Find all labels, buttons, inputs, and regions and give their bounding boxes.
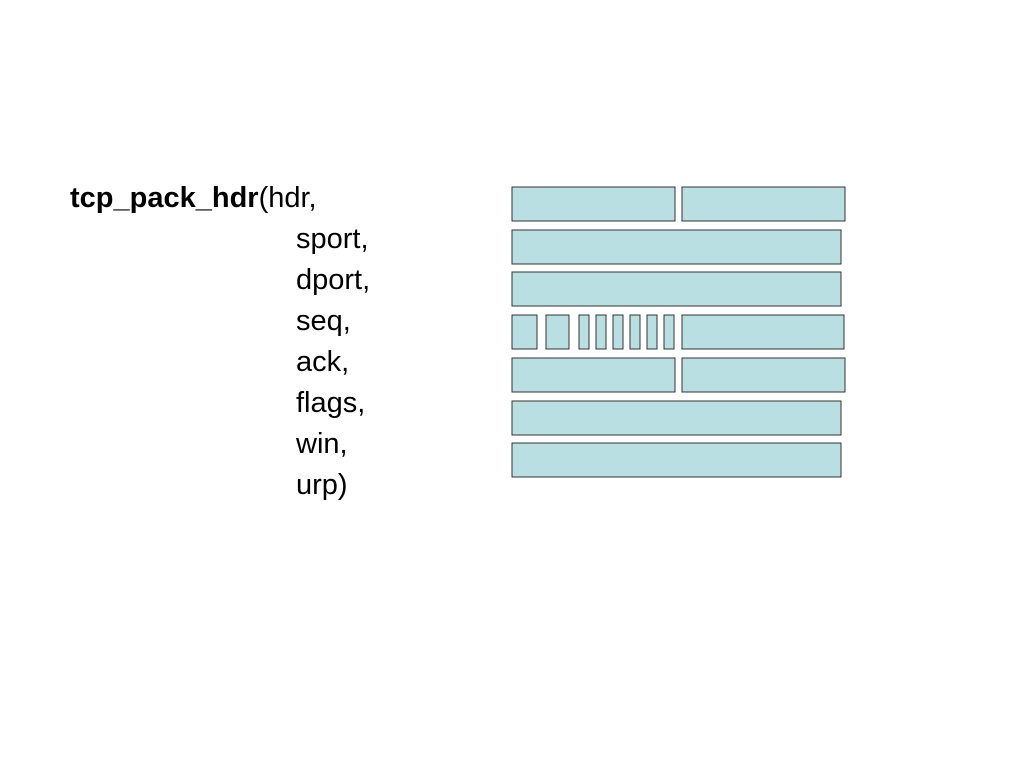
field-sport — [511, 186, 676, 222]
field-reserved — [545, 314, 570, 350]
param-win: win, — [296, 428, 348, 460]
field-seq — [511, 229, 842, 265]
field-ack — [511, 271, 842, 307]
field-flag-bit — [646, 314, 658, 350]
param-urp: urp) — [296, 469, 348, 501]
field-dport — [681, 186, 846, 222]
param-hdr: (hdr, — [258, 182, 317, 214]
field-flag-bit — [578, 314, 590, 350]
signature-first-line: tcp_pack_hdr(hdr, — [70, 178, 370, 219]
field-offset — [511, 314, 538, 350]
param-seq: seq, — [296, 305, 351, 337]
field-flag-bit — [595, 314, 607, 350]
field-data — [511, 442, 842, 478]
field-flag-bit — [612, 314, 624, 350]
param-ack: ack, — [296, 346, 350, 378]
function-name: tcp_pack_hdr — [70, 182, 259, 214]
field-options — [511, 400, 842, 436]
param-dport: dport, — [296, 264, 371, 296]
field-flag-bit — [629, 314, 641, 350]
function-signature: tcp_pack_hdr(hdr, sport, dport, seq, ack… — [70, 178, 370, 506]
field-win — [681, 314, 845, 350]
field-checksum — [511, 357, 676, 393]
field-urp — [681, 357, 846, 393]
param-flags: flags, — [296, 387, 366, 419]
param-sport: sport, — [296, 223, 369, 255]
field-flag-bit — [663, 314, 675, 350]
